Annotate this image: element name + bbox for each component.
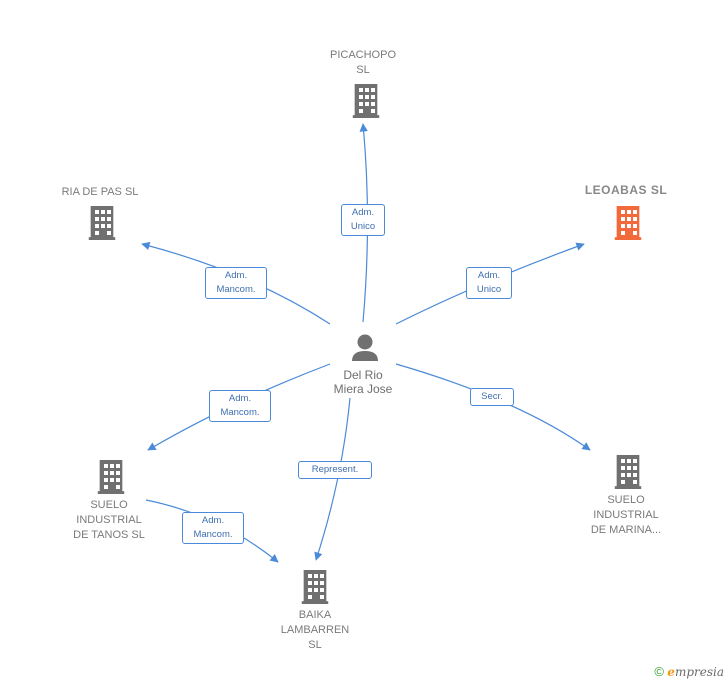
company-name-line: LAMBARREN [280, 624, 350, 636]
copyright-symbol: © [654, 664, 664, 679]
company-name-line: DE MARINA... [590, 524, 662, 536]
company-name-line: INDUSTRIAL [593, 509, 659, 521]
relation-badge-picachopo: Adm. Unico [341, 204, 385, 236]
company-name-line: SL [308, 639, 322, 651]
company-name-line: RIA DE PAS SL [61, 186, 139, 198]
company-name-line: SL [356, 64, 370, 76]
footer-brand[interactable]: © empresia [654, 664, 724, 679]
building-windows [95, 88, 637, 599]
relation-text: Secr. [481, 391, 503, 402]
company-suelo-marina-label[interactable]: SUELO INDUSTRIAL DE MARINA... [571, 493, 681, 538]
company-name-line: INDUSTRIAL [76, 514, 142, 526]
relation-text: Adm. [201, 515, 225, 526]
company-baika-label[interactable]: BAIKA LAMBARREN SL [260, 608, 370, 653]
relation-badge-ria-de-pas: Adm. Mancom. [205, 267, 267, 299]
relation-badge-baika: Represent. [298, 461, 372, 479]
relation-text: Represent. [311, 464, 359, 475]
company-suelo-tanos-label[interactable]: SUELO INDUSTRIAL DE TANOS SL [54, 498, 164, 543]
relation-text: Unico [350, 221, 376, 232]
company-leoabas-label[interactable]: LEOABAS SL [566, 183, 686, 198]
relation-text: Unico [476, 284, 502, 295]
company-name-line: BAIKA [298, 609, 332, 621]
edge-baika [314, 397, 351, 561]
company-name-line: LEOABAS SL [584, 183, 668, 197]
company-name-line: DE TANOS SL [73, 529, 145, 541]
company-name-line: SUELO [607, 494, 645, 506]
relation-text: Adm. [224, 270, 248, 281]
relation-badge-tanos-baika: Adm. Mancom. [182, 512, 244, 544]
edge-suelo-marina [395, 363, 591, 451]
relation-badge-leoabas: Adm. Unico [466, 267, 512, 299]
person-icon [352, 334, 378, 361]
relation-text: Adm. [477, 270, 501, 281]
empresia-logo: empresia [667, 665, 724, 679]
company-name-line: PICACHOPO [329, 49, 396, 61]
company-picachopo-label[interactable]: PICACHOPO SL [313, 48, 413, 78]
company-ria-de-pas-label[interactable]: RIA DE PAS SL [40, 185, 160, 200]
relation-text: Mancom. [220, 407, 260, 418]
relation-text: Mancom. [193, 529, 233, 540]
relation-badge-suelo-marina: Secr. [470, 388, 514, 406]
relation-badge-suelo-tanos: Adm. Mancom. [209, 390, 271, 422]
relation-text: Mancom. [216, 284, 256, 295]
person-name-line: Miera Jose [333, 382, 393, 396]
relation-text: Adm. [228, 393, 252, 404]
relation-text: Adm. [351, 207, 375, 218]
person-name-line: Del Rio [343, 368, 383, 382]
person-label[interactable]: Del Rio Miera Jose [313, 368, 413, 396]
company-name-line: SUELO [90, 499, 128, 511]
